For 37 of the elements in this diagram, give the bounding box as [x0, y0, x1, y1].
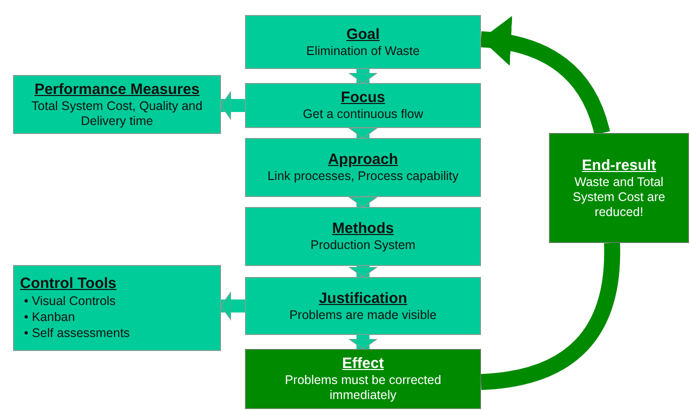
result-box: [549, 133, 689, 243]
block-arrow: [348, 196, 378, 208]
block-arrow: [348, 69, 378, 84]
info-box: [13, 265, 221, 351]
block-arrow: [220, 292, 245, 320]
box-heading: Focus: [340, 89, 386, 107]
box-text: Problems are made visible: [289, 308, 437, 322]
step-box: [245, 138, 481, 197]
box-heading: End-result: [582, 156, 656, 174]
box-text: Total System Cost, Quality and Delivery time: [30, 98, 204, 128]
box-heading: Approach: [328, 151, 398, 169]
box-text: Elimination of Waste: [306, 44, 420, 58]
box-text: Problems must be corrected immediately: [284, 373, 442, 403]
bullet-item: • Visual Controls: [24, 293, 117, 309]
box-heading: Methods: [332, 220, 394, 238]
result-box: [245, 349, 481, 409]
bullet-item: • Self assessments: [24, 325, 130, 341]
box-heading: Goal: [346, 26, 380, 44]
block-arrow: [220, 91, 245, 120]
box-text: Link processes, Process capability: [267, 169, 459, 184]
box-heading: Control Tools: [20, 275, 116, 293]
step-box: [245, 83, 481, 128]
bullet-item: • Kanban: [24, 309, 76, 325]
box-text: Get a continuous flow: [302, 107, 424, 122]
block-arrow: [348, 266, 378, 278]
box-text: Production System: [310, 238, 416, 253]
box-heading: Performance Measures: [34, 80, 200, 98]
curved-arrow: [480, 16, 610, 136]
block-arrow: [348, 335, 378, 350]
step-box: [245, 207, 481, 266]
block-arrow: [348, 128, 378, 138]
box-heading: Justification: [318, 290, 408, 308]
step-box: [245, 15, 481, 69]
info-box: [13, 75, 221, 134]
box-text: Waste and Total System Cost are reduced!: [572, 174, 666, 220]
box-heading: Effect: [342, 355, 384, 373]
step-box: [245, 277, 481, 335]
